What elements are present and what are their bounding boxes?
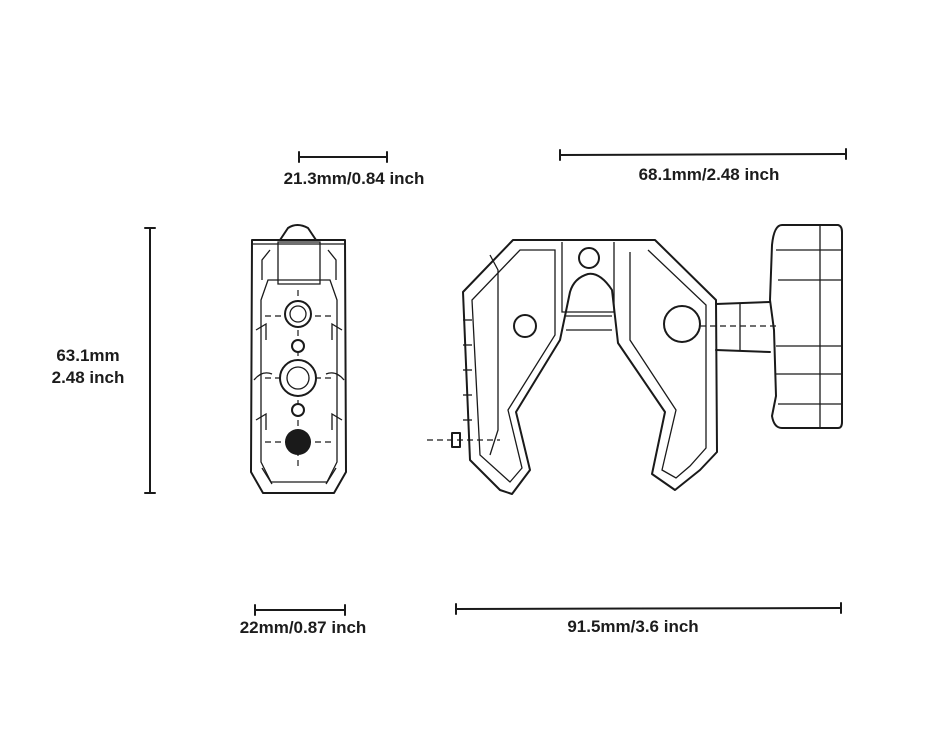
dim-side-bottom (455, 602, 842, 615)
front-top-latch (279, 224, 317, 241)
front-screw-hole (285, 429, 311, 455)
front-hole-small-2 (291, 403, 305, 417)
dim-height-mm-label: 63.1mm (56, 346, 119, 365)
front-hole-top (284, 300, 312, 328)
front-top-box (277, 241, 321, 285)
dim-height-inch-label: 2.48 inch (52, 368, 125, 387)
front-body-outline (250, 239, 347, 494)
side-hole-left (513, 314, 537, 338)
side-hole-pivot (663, 305, 701, 343)
dim-front-top-label: 21.3mm/0.84 inch (284, 169, 425, 188)
side-knob (769, 224, 843, 429)
dim-front-bottom-label: 22mm/0.87 inch (240, 618, 367, 637)
front-hole-small-1 (291, 339, 305, 353)
dim-front-bottom (254, 604, 346, 616)
dim-height (144, 227, 156, 494)
front-hole-center (279, 359, 317, 397)
front-view (250, 224, 347, 494)
side-hole-top (578, 247, 600, 269)
side-view (427, 224, 843, 495)
dim-front-top (298, 151, 388, 163)
dim-side-top (559, 148, 847, 161)
side-clamp-body (462, 239, 718, 495)
dim-side-bottom-label: 91.5mm/3.6 inch (567, 617, 698, 636)
side-shaft (715, 301, 771, 353)
dim-side-top-label: 68.1mm/2.48 inch (639, 165, 780, 184)
